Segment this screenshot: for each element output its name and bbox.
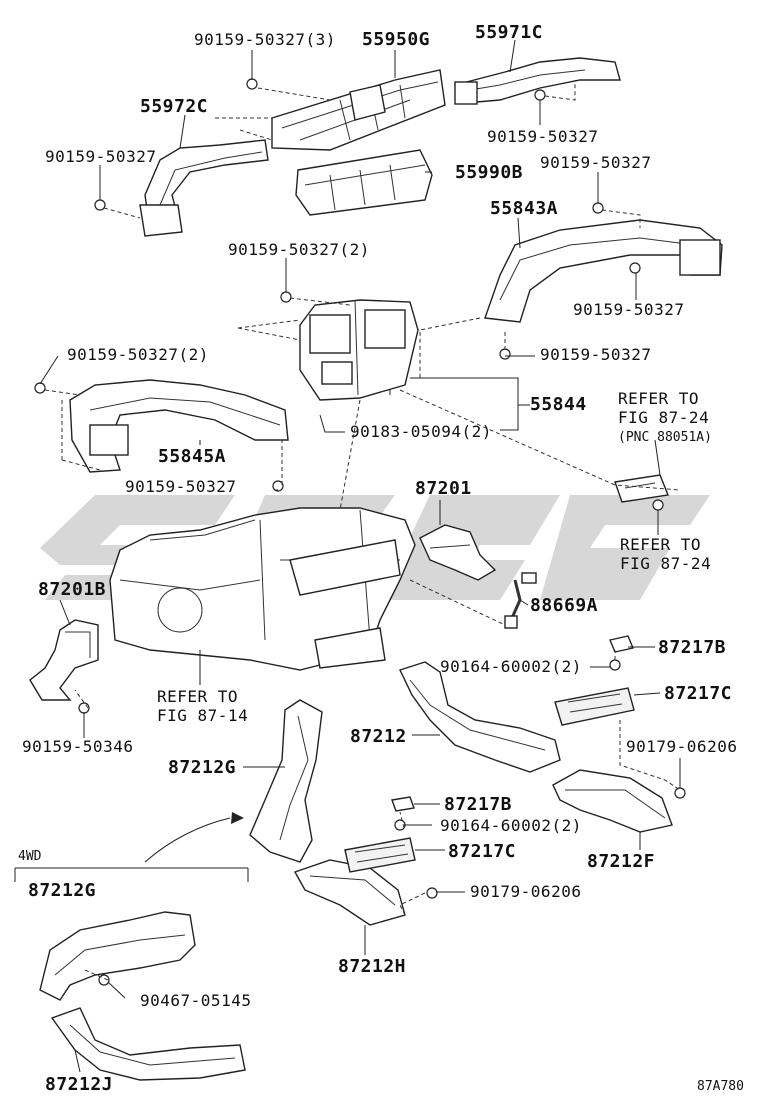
label-90159-50327-c: 90159-50327 bbox=[540, 153, 651, 172]
label-87217B-b: 87217B bbox=[444, 794, 512, 815]
label-refer-87-14-line2: FIG 87-14 bbox=[157, 706, 248, 725]
label-55844: 55844 bbox=[530, 394, 587, 415]
label-87212F: 87212F bbox=[587, 851, 655, 872]
label-90159-50327-f: 90159-50327 bbox=[125, 477, 236, 496]
label-55971C: 55971C bbox=[475, 22, 543, 43]
part-55950G[interactable] bbox=[271, 69, 446, 151]
label-87212J: 87212J bbox=[45, 1074, 113, 1095]
label-90164-60002-2b: 90164-60002(2) bbox=[440, 816, 582, 835]
label-87212: 87212 bbox=[350, 726, 407, 747]
part-87212F[interactable] bbox=[552, 769, 673, 833]
diagram-code: 87A780 bbox=[697, 1079, 744, 1094]
part-87212J[interactable] bbox=[50, 1007, 246, 1081]
label-4wd: 4WD bbox=[18, 849, 42, 864]
label-refer-87-24-b-line2: FIG 87-24 bbox=[620, 554, 711, 573]
label-87212H: 87212H bbox=[338, 956, 406, 977]
label-90159-50346: 90159-50346 bbox=[22, 737, 133, 756]
label-55990B: 55990B bbox=[455, 162, 523, 183]
label-90159-50327-b: 90159-50327 bbox=[45, 147, 156, 166]
heater-unit-assembly bbox=[109, 507, 416, 671]
label-87212G-a: 87212G bbox=[168, 757, 236, 778]
label-87217C-a: 87217C bbox=[664, 683, 732, 704]
part-55844[interactable] bbox=[299, 299, 419, 401]
part-55845A[interactable] bbox=[69, 379, 289, 473]
label-90467-05145: 90467-05145 bbox=[140, 991, 251, 1010]
label-90183-05094-2: 90183-05094(2) bbox=[350, 422, 492, 441]
label-refer-87-24-b-line1: REFER TO bbox=[620, 535, 701, 554]
leader-lines bbox=[14, 39, 681, 1073]
label-87201: 87201 bbox=[415, 478, 472, 499]
label-87212G-b: 87212G bbox=[28, 880, 96, 901]
part-55990B[interactable] bbox=[295, 149, 433, 216]
part-87217C-b[interactable] bbox=[344, 837, 416, 873]
label-refer-87-14-line1: REFER TO bbox=[157, 687, 238, 706]
part-87217B-b[interactable] bbox=[391, 796, 415, 812]
label-refer-87-24-a-line2: FIG 87-24 bbox=[618, 408, 709, 427]
part-87201[interactable] bbox=[419, 524, 497, 581]
part-55972C[interactable] bbox=[139, 139, 269, 237]
part-55971C[interactable] bbox=[453, 57, 621, 105]
label-87217B-a: 87217B bbox=[658, 637, 726, 658]
part-88051A-module[interactable] bbox=[614, 474, 669, 511]
label-55950G: 55950G bbox=[362, 29, 430, 50]
label-55843A: 55843A bbox=[490, 198, 558, 219]
label-90159-50327-a: 90159-50327 bbox=[487, 127, 598, 146]
label-90179-06206-b: 90179-06206 bbox=[470, 882, 581, 901]
part-55843A[interactable] bbox=[484, 219, 723, 323]
label-90159-50327-2a: 90159-50327(2) bbox=[228, 240, 370, 259]
bolts bbox=[34, 78, 686, 986]
label-90159-50327-3: 90159-50327(3) bbox=[194, 30, 336, 49]
assembly-lines bbox=[44, 80, 681, 981]
part-87212[interactable] bbox=[399, 661, 561, 773]
label-88669A: 88669A bbox=[530, 595, 598, 616]
part-87201B[interactable] bbox=[29, 619, 99, 701]
label-refer-87-24-a-line3: (PNC 88051A) bbox=[618, 430, 712, 445]
label-87201B: 87201B bbox=[38, 579, 106, 600]
part-87217B-a[interactable] bbox=[609, 635, 634, 653]
label-90179-06206-a: 90179-06206 bbox=[626, 737, 737, 756]
part-87212G-b[interactable] bbox=[39, 911, 196, 1001]
label-90159-50327-e: 90159-50327 bbox=[540, 345, 651, 364]
label-90164-60002-2a: 90164-60002(2) bbox=[440, 657, 582, 676]
label-55972C: 55972C bbox=[140, 96, 208, 117]
labels: 90159-50327(3) 55950G 55971C 55972C 9015… bbox=[18, 22, 744, 1095]
label-refer-87-24-a-line1: REFER TO bbox=[618, 389, 699, 408]
label-87217C-b: 87217C bbox=[448, 841, 516, 862]
label-90159-50327-2b: 90159-50327(2) bbox=[67, 345, 209, 364]
label-55845A: 55845A bbox=[158, 446, 226, 467]
label-90159-50327-d: 90159-50327 bbox=[573, 300, 684, 319]
part-87217C-a[interactable] bbox=[554, 687, 635, 726]
part-87212G-a[interactable] bbox=[249, 699, 323, 863]
